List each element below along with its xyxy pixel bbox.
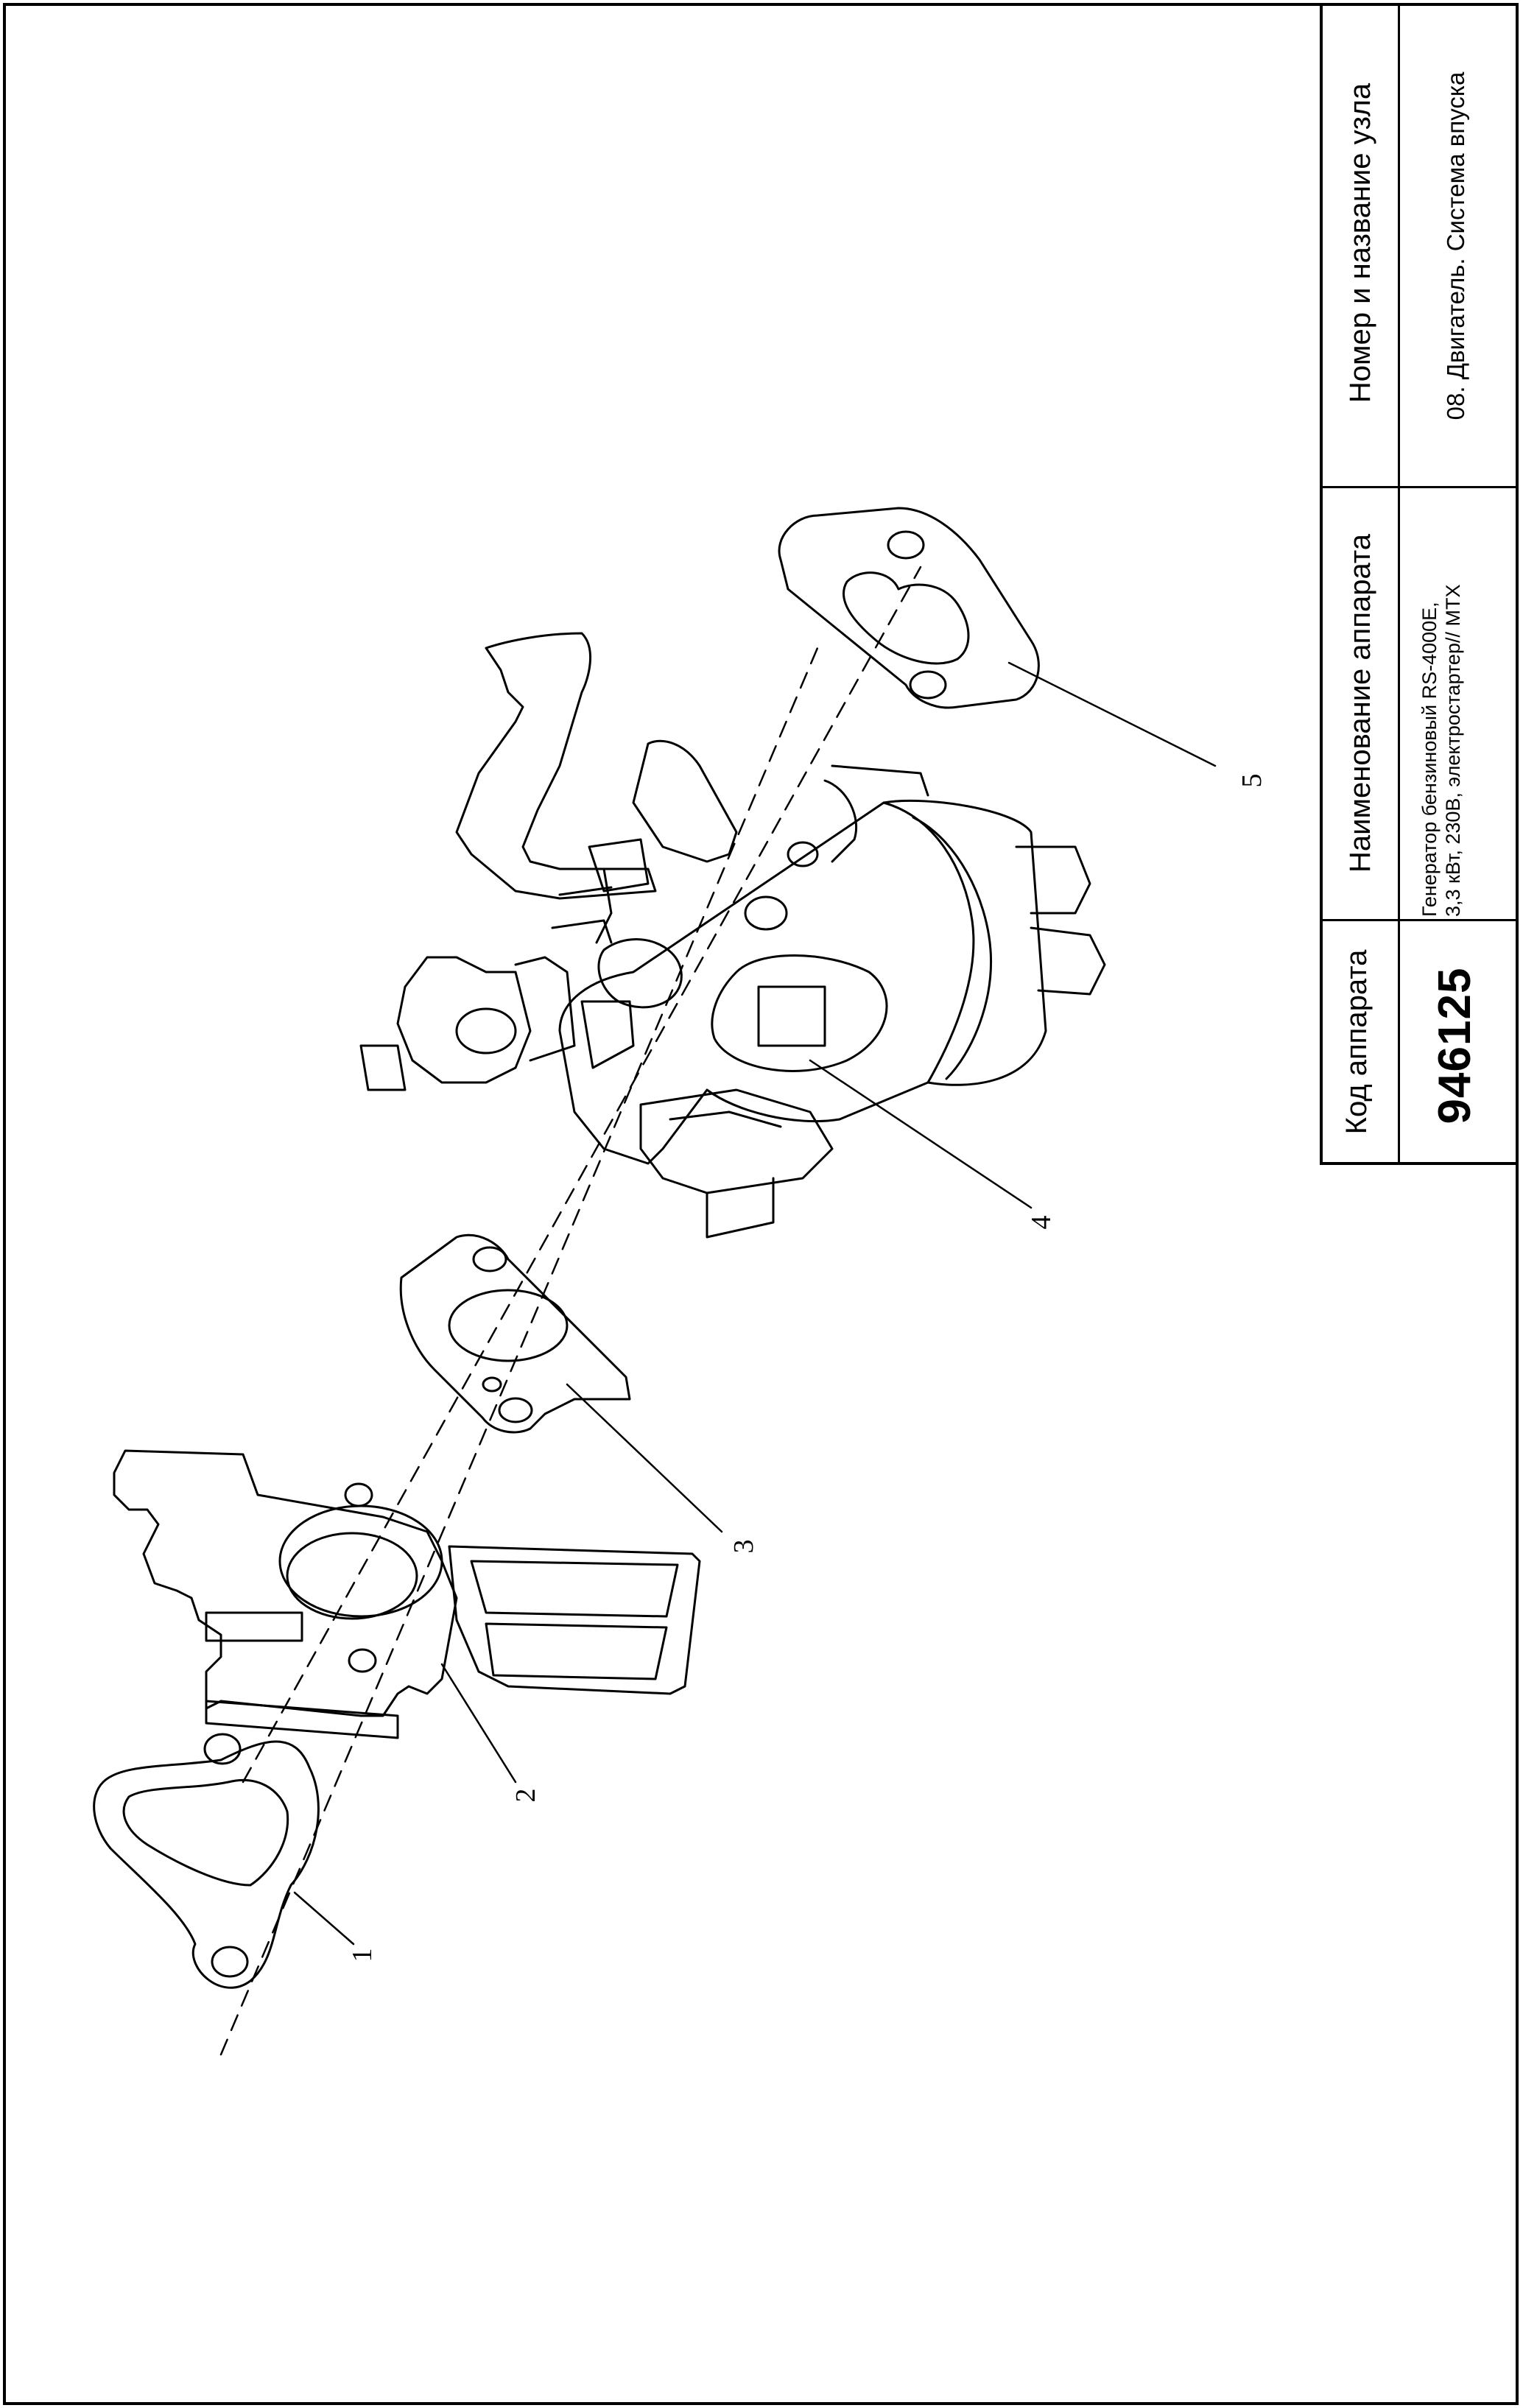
title-block-divider-1 xyxy=(1320,486,1519,488)
title-block-border-left xyxy=(1320,3,1323,1165)
callout-4: 4 xyxy=(1026,1215,1057,1230)
device-name-line2: 3,3 кВт, 230В, электростартер// MTX xyxy=(1442,584,1464,917)
title-block-divider-vertical xyxy=(1398,3,1400,1165)
part-2-bracket xyxy=(113,1449,701,1739)
part-3-gasket xyxy=(399,1233,631,1434)
callout-1: 1 xyxy=(347,1948,378,1962)
callout-3: 3 xyxy=(728,1539,759,1554)
device-name: Генератор бензиновый RS-4000E, 3,3 кВт, … xyxy=(1418,504,1469,917)
title-block-divider-2 xyxy=(1320,919,1519,921)
callout-5: 5 xyxy=(1237,773,1267,788)
part-1-gasket xyxy=(93,1733,320,1989)
device-name-line1: Генератор бензиновый RS-4000E, xyxy=(1418,602,1441,917)
part-5-gasket xyxy=(778,507,1040,709)
title-block-border-bottom xyxy=(1320,1162,1519,1165)
node-value: 08. Двигатель. Система впуска xyxy=(1442,71,1469,420)
header-code: Код аппарата xyxy=(1340,949,1373,1135)
header-node: Номер и название узла xyxy=(1344,82,1376,404)
assembly-axes xyxy=(219,566,922,2056)
sheet-frame xyxy=(3,3,1519,2405)
leader-lines xyxy=(293,661,1217,1946)
callout-2: 2 xyxy=(510,1788,541,1803)
part-4-carburetor xyxy=(359,632,1106,1239)
device-code: 946125 xyxy=(1429,967,1480,1124)
header-name: Наименование аппарата xyxy=(1344,534,1376,873)
